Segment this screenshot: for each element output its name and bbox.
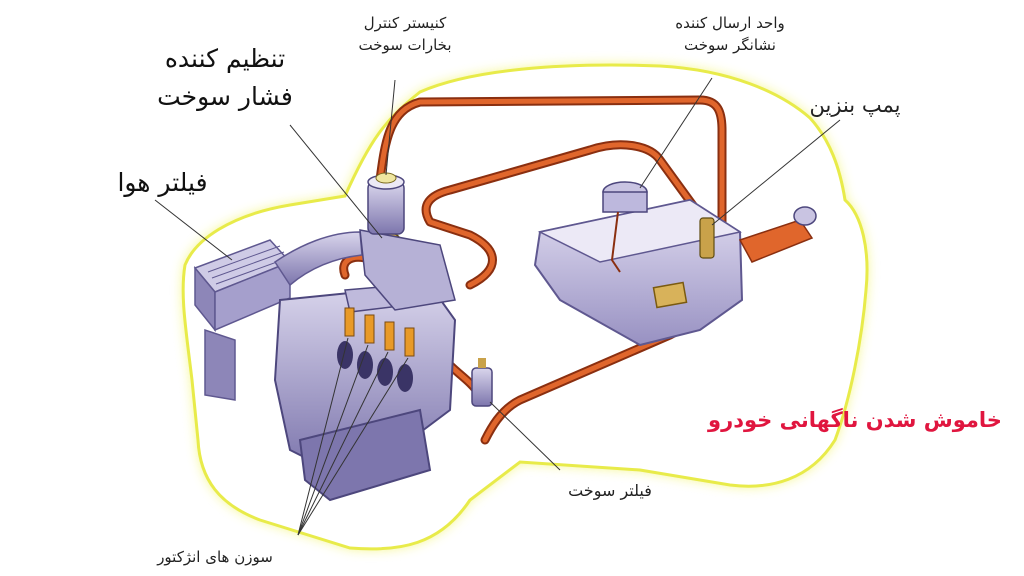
fuel-filter bbox=[471, 358, 493, 407]
label-fuel-sender: واحد ارسال کننده نشانگر سوخت bbox=[655, 12, 805, 56]
label-regulator-line2: فشار سوخت bbox=[157, 82, 293, 111]
label-canister: کنیستر کنترل بخارات سوخت bbox=[340, 12, 470, 56]
label-injectors: سوزن های انژکتور bbox=[157, 548, 273, 566]
air-filter-box bbox=[193, 231, 363, 401]
label-fuel-pump: پمپ بنزین bbox=[809, 93, 901, 117]
label-pressure-regulator: تنظیم کننده فشار سوخت bbox=[150, 40, 300, 116]
headline: خاموش شدن ناگهانی خودرو bbox=[708, 408, 1002, 432]
label-fuel-filter: فیلتر سوخت bbox=[568, 481, 652, 500]
charcoal-canister bbox=[367, 172, 405, 235]
injectors bbox=[344, 307, 415, 357]
label-canister-line2: بخارات سوخت bbox=[358, 36, 452, 54]
label-sender-line2: نشانگر سوخت bbox=[684, 36, 776, 54]
fuel-tank bbox=[533, 181, 817, 347]
leader-lines bbox=[154, 77, 841, 536]
engine-block bbox=[273, 229, 457, 502]
label-regulator-line1: تنظیم کننده bbox=[164, 44, 286, 73]
label-sender-line1: واحد ارسال کننده bbox=[675, 14, 785, 32]
label-air-filter: فیلتر هوا bbox=[117, 168, 208, 197]
label-canister-line1: کنیستر کنترل bbox=[363, 14, 447, 32]
